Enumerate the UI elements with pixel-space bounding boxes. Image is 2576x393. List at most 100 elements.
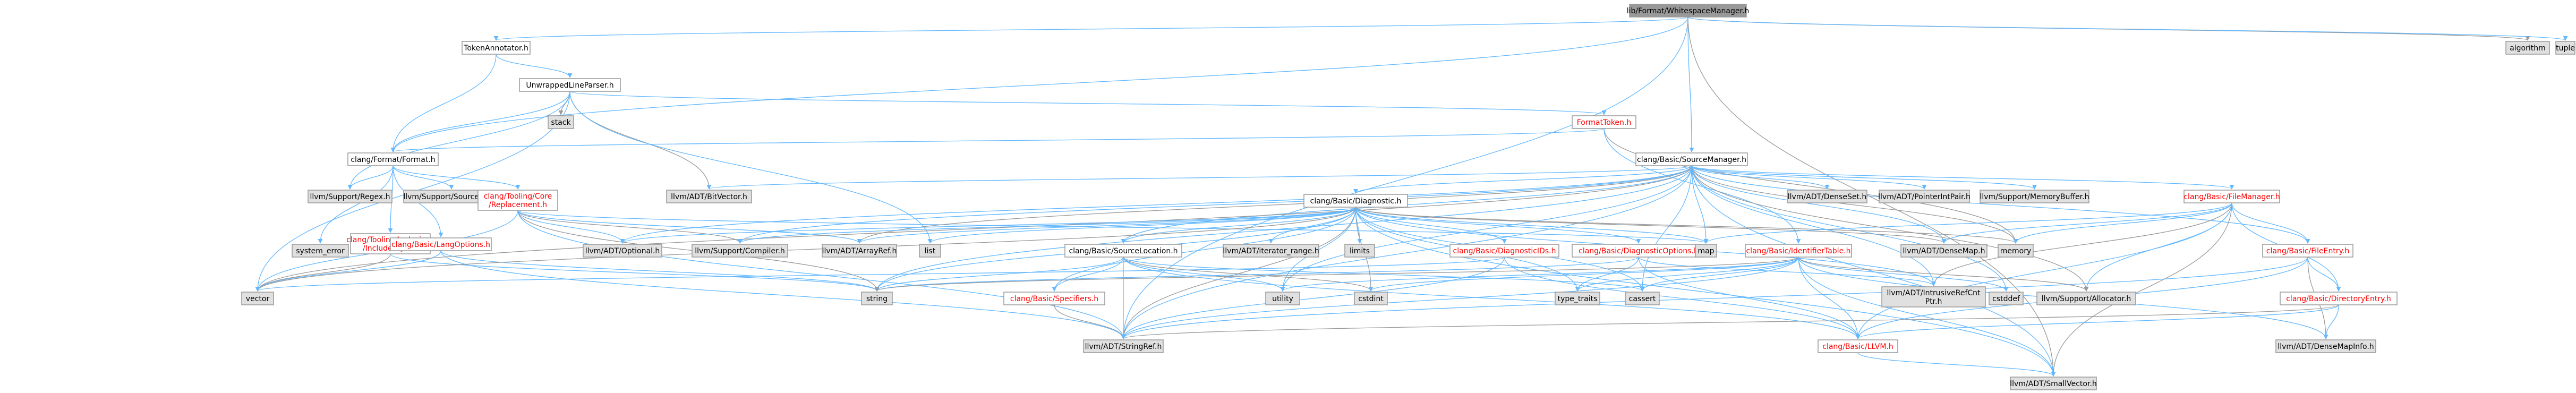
node-label-formattoken: FormatToken.h	[1577, 118, 1632, 127]
node-sourcemanager[interactable]: clang/Basic/SourceManager.h	[1635, 152, 1748, 166]
edge-identifiertable-to-string	[874, 257, 1799, 292]
node-tokenannotator[interactable]: TokenAnnotator.h	[462, 41, 531, 55]
node-box-sourcelocation	[1064, 244, 1182, 258]
edge-diagnostic-to-densemap	[1355, 207, 1947, 244]
node-vector: vector	[241, 292, 274, 305]
node-box-algorithm	[2505, 41, 2550, 55]
node-label-smallvector: llvm/ADT/SmallVector.h	[2010, 380, 2097, 388]
edge-sourcemanager-to-arrayref	[857, 165, 1692, 244]
node-label-specifiers: clang/Basic/Specifiers.h	[1010, 295, 1098, 303]
edge-format-to-system_error	[318, 165, 394, 244]
node-box-string	[861, 292, 893, 305]
node-box-limits	[1344, 244, 1375, 258]
node-directoryentry[interactable]: clang/Basic/DirectoryEntry.h	[2280, 292, 2398, 305]
edge-root-to-format	[390, 16, 1688, 152]
node-format[interactable]: clang/Format/Format.h	[347, 152, 439, 166]
node-formattoken[interactable]: FormatToken.h	[1572, 115, 1636, 129]
node-label-system_error: system_error	[296, 247, 345, 255]
node-langoptions[interactable]: clang/Basic/LangOptions.h	[390, 237, 492, 251]
edge-sourcelocation-to-string	[874, 257, 1124, 292]
edge-identifiertable-to-utility	[1280, 257, 1799, 292]
edge-root-to-stringref	[1121, 16, 1688, 339]
node-box-specifiers	[1003, 292, 1105, 305]
node-box-tokenannotator	[462, 41, 531, 55]
node-bitvector: llvm/ADT/BitVector.h	[666, 190, 752, 203]
edge-replacement-to-optional	[517, 210, 625, 244]
node-box-optional	[583, 244, 662, 258]
node-box-diagnosticoptions	[1572, 244, 1705, 258]
edge-sourcemanager-to-densemap	[1691, 165, 1947, 244]
node-stringref: llvm/ADT/StringRef.h	[1083, 339, 1164, 353]
node-root[interactable]: lib/Format/WhitespaceManager.h	[1627, 4, 1750, 18]
node-label-identifiertable: clang/Basic/IdentifierTable.h	[1746, 247, 1850, 255]
edge-diagnostic-to-diagnosticids	[1355, 207, 1507, 244]
node-box-cstdint	[1354, 292, 1388, 305]
node-string: string	[861, 292, 893, 305]
edge-sourcemanager-to-optional	[620, 165, 1692, 244]
edge-tokenannotator-to-format	[390, 54, 497, 152]
edge-format-to-regex	[347, 165, 394, 190]
node-label-sourcemgr: llvm/Support/SourceMgr.h	[403, 193, 499, 201]
node-fileentry[interactable]: clang/Basic/FileEntry.h	[2262, 244, 2353, 258]
dependency-nodes: lib/Format/WhitespaceManager.hTokenAnnot…	[241, 4, 2575, 390]
edge-llvm-to-smallvector	[1857, 352, 2056, 377]
node-limits: limits	[1344, 244, 1375, 258]
node-specifiers[interactable]: clang/Basic/Specifiers.h	[1003, 292, 1105, 305]
node-label-bitvector: llvm/ADT/BitVector.h	[671, 193, 747, 201]
edge-filemanager-to-fileentry	[2231, 202, 2310, 244]
edge-diagnostic-to-stringref	[1121, 207, 1357, 339]
node-label-allocator: llvm/Support/Allocator.h	[2042, 295, 2131, 303]
node-label-cstddef: cstddef	[1992, 295, 2020, 303]
edge-includestyle-to-string	[390, 253, 880, 292]
node-box-diagnosticids	[1449, 244, 1559, 258]
node-memorybuffer: llvm/Support/MemoryBuffer.h	[1980, 190, 2089, 203]
node-diagnosticoptions[interactable]: clang/Basic/DiagnosticOptions.h	[1572, 244, 1705, 258]
edge-root-to-tuple	[1687, 16, 2568, 41]
node-tuple: tuple	[2555, 41, 2575, 55]
node-label-list: list	[925, 247, 936, 255]
edge-sourcelocation-to-llvm	[1123, 257, 1861, 339]
edge-diagnosticoptions-to-llvm	[1638, 257, 1861, 339]
edge-specifiers-to-stringref	[1054, 304, 1126, 339]
edge-sourcemanager-to-pointerintpair	[1691, 165, 1927, 190]
node-unwrapped[interactable]: UnwrappedLineParser.h	[519, 78, 621, 92]
node-regex: llvm/Support/Regex.h	[308, 190, 393, 203]
node-cstddef: cstddef	[1989, 292, 2024, 305]
node-diagnostic[interactable]: clang/Basic/Diagnostic.h	[1303, 194, 1408, 208]
edge-sourcemanager-to-bitvector	[707, 165, 1692, 190]
edge-sourcelocation-to-cassert	[1123, 257, 1645, 292]
node-label-limits: limits	[1350, 247, 1370, 255]
node-label-optional: llvm/ADT/Optional.h	[585, 247, 660, 255]
node-box-system_error	[292, 244, 349, 258]
node-filemanager[interactable]: clang/Basic/FileManager.h	[2183, 190, 2280, 203]
node-replacement[interactable]: clang/Tooling/Core/Replacement.h	[477, 190, 558, 211]
node-diagnosticids[interactable]: clang/Basic/DiagnosticIDs.h	[1449, 244, 1559, 258]
node-box-densemapinfo2	[1787, 190, 1867, 203]
node-box-bitvector	[666, 190, 752, 203]
node-box-iterator_range	[1223, 244, 1319, 258]
edge-sourcemanager-to-intrusiverefcnt	[1691, 165, 1937, 286]
edge-format-to-sourcemgr	[393, 165, 454, 190]
node-identifiertable[interactable]: clang/Basic/IdentifierTable.h	[1745, 244, 1852, 258]
edge-sourcemanager-to-memorybuffer	[1691, 165, 2037, 190]
edge-sourcemanager-to-fileentry	[1691, 165, 2310, 244]
edge-diagnosticoptions-to-intrusiverefcnt	[1638, 257, 1936, 286]
node-label-densemap: llvm/ADT/DenseMap.h	[1903, 247, 1985, 255]
node-densemapinfo: llvm/ADT/DenseMapInfo.h	[2275, 339, 2376, 353]
node-label-memory: memory	[2000, 247, 2032, 255]
node-label-stack: stack	[551, 118, 571, 127]
node-smallvector: llvm/ADT/SmallVector.h	[2010, 377, 2097, 390]
dependency-edges	[255, 16, 2568, 377]
edge-replacement-to-compiler	[517, 210, 743, 244]
edge-replacement-to-stringref	[517, 210, 1126, 339]
node-llvm[interactable]: clang/Basic/LLVM.h	[1818, 339, 1898, 353]
node-box-sourcemanager	[1635, 152, 1748, 166]
edge-diagnosticoptions-to-string	[874, 257, 1639, 292]
node-box-tuple	[2555, 41, 2575, 55]
edge-identifiertable-to-cassert	[1640, 257, 1799, 292]
node-sourcelocation[interactable]: clang/Basic/SourceLocation.h	[1064, 244, 1182, 258]
node-box-formattoken	[1572, 115, 1636, 129]
node-box-cstddef	[1989, 292, 2024, 305]
edge-unwrapped-to-list	[569, 91, 933, 244]
node-box-smallvector	[2010, 377, 2097, 390]
